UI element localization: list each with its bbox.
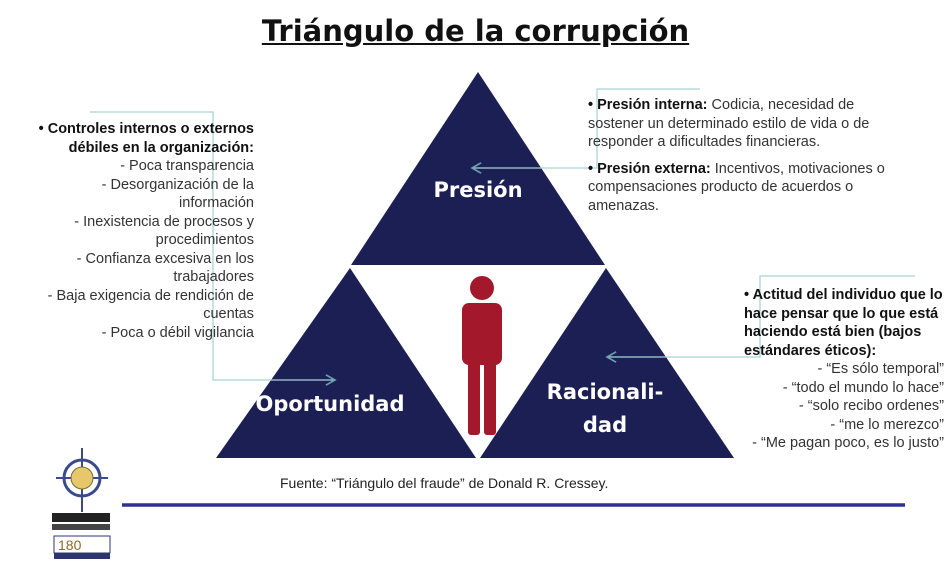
list-item: - Poca transparencia: [120, 158, 254, 174]
presion-interna-label: • Presión interna:: [588, 97, 708, 113]
triangle-racionalidad: [480, 268, 734, 458]
oportunidad-description: • Controles internos o externos débiles …: [30, 120, 254, 342]
presion-externa-label: • Presión externa:: [588, 160, 711, 177]
connector-right-top: [470, 88, 700, 174]
list-item: - “Es sólo temporal”: [817, 361, 944, 377]
slide-title: Triángulo de la corrupción: [261, 14, 690, 48]
label-racionalidad-line2: dad: [582, 413, 628, 437]
connector-right-bottom: [605, 275, 915, 363]
connector-left: [90, 111, 337, 386]
list-item: - “todo el mundo lo hace”: [782, 379, 944, 396]
list-item: - “me lo merezco”: [830, 416, 944, 433]
list-item: - “Me pagan poco, es lo justo”: [752, 435, 944, 451]
list-item: - Baja exigencia de rendición de cuentas: [47, 287, 254, 323]
label-racionalidad: Racionali- dad: [530, 376, 680, 442]
presion-interna-text: Codicia, necesidad de sostener un determ…: [588, 97, 870, 150]
person-icon: [462, 276, 502, 435]
label-racionalidad-line1: Racionali-: [546, 380, 664, 404]
procuraduria-logo: 180: [52, 448, 111, 559]
presion-description: • Presión interna: Codicia, necesidad de…: [588, 96, 898, 215]
triangle-oportunidad: [216, 268, 476, 458]
racionalidad-description: • Actitud del individuo que lo hace pens…: [744, 286, 944, 453]
label-oportunidad: Oportunidad: [255, 392, 405, 416]
list-item: - Desorganización de la información: [101, 176, 254, 212]
racionalidad-heading: • Actitud del individuo que lo hace pens…: [744, 287, 943, 359]
source-caption: Fuente: “Triángulo del fraude” de Donald…: [280, 475, 609, 491]
list-item: - Inexistencia de procesos y procedimien…: [74, 213, 254, 249]
list-item: - “solo recibo ordenes”: [798, 398, 944, 414]
presion-externa-text: Incentivos, motivaciones o compensacione…: [588, 160, 885, 214]
label-presion: Presión: [433, 178, 523, 202]
list-item: - Confianza excesiva en los trabajadores: [76, 250, 254, 286]
oportunidad-heading: • Controles internos o externos débiles …: [38, 121, 254, 156]
list-item: - Poca o débil vigilancia: [101, 324, 254, 341]
svg-text:180: 180: [58, 537, 82, 553]
